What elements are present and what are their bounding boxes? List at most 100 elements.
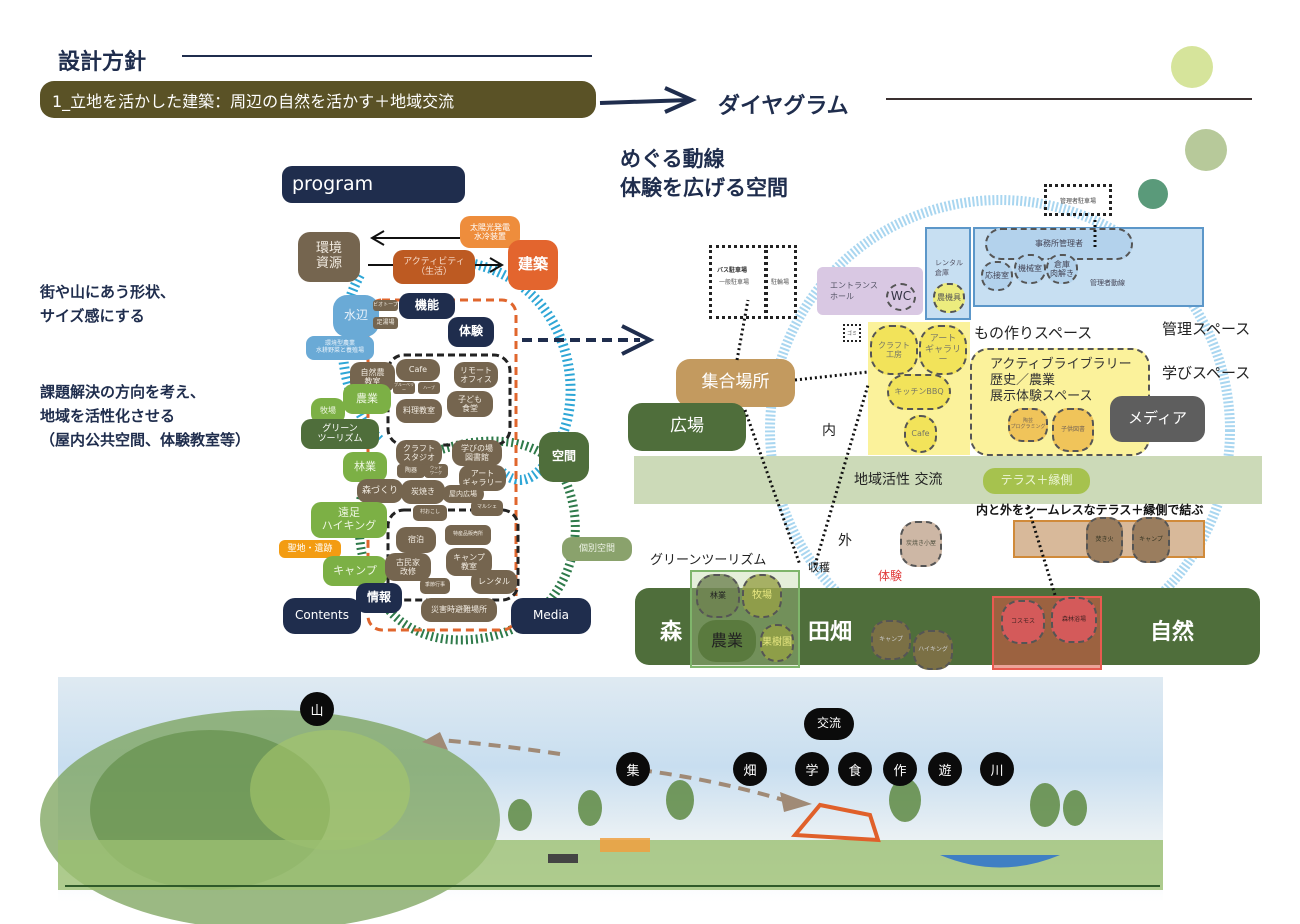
art-gallery: アート ギャラリー [919,325,967,375]
manager-parking: 管理者駐車場 [1044,184,1112,216]
node-eat: 食 [838,752,872,786]
contents: Contents [283,598,361,634]
forestry-node: 林業 [696,574,740,618]
waterside-footbath: 足湯場 [373,317,398,329]
specialty-shop: 特産品販売所 [445,525,491,545]
camp-outside: キャンプ [1132,517,1170,563]
sacred-sites: 聖地・遺跡 [279,540,341,558]
policy-text: 1_立地を活かした建築：周辺の自然を活かす＋地域交流 [52,91,455,111]
marche: マルシェ [471,500,503,516]
seasonal-events: 季節行事 [420,578,450,594]
nature-label: 自然 [1150,620,1195,645]
space: 空間 [539,432,589,482]
waterside-sub: 環境型農業 水耕野菜と養殖場 [306,336,374,360]
node-river: 川 [980,752,1014,786]
pottery: 陶器 [397,464,425,478]
manager-route-label: 管理者動線 [1090,279,1125,287]
forest-bath-node: 森林浴場 [1051,597,1097,643]
ranch-node: 牧場 [742,574,782,618]
cafe-blueberry: ブルーベリー [393,382,415,394]
info: 情報 [356,583,402,613]
forest-making: 森づくり [357,479,403,503]
cafe-herb: ハーブ [418,382,440,394]
exchange-node: 交流 [804,708,854,740]
private-space: 個別空間 [562,537,632,561]
picture-books: 子供図書 [1052,408,1094,452]
craft-workshop: クラフト 工房 [870,325,918,375]
terrace-veranda: テラス＋縁側 [983,468,1090,494]
trash-label: ゴミ [846,330,857,337]
program-title: program [282,166,465,203]
learning-library: 学びの場 図書館 [452,440,502,466]
charcoal-hut: 炭焼き小屋 [900,521,942,567]
hiking-nature: ハイキング [913,630,953,670]
program-title-text: program [292,172,374,195]
green-tourism: グリーン ツーリズム [301,419,379,449]
note-regional-activation: 課題解決の方向を考え、 地域を活性化させる （屋内公共空間、体験教室等） [40,383,251,449]
node-gather: 集 [616,752,650,786]
making-space-label: もの作りスペース [974,324,1093,342]
old-house: 古民家 改修 [385,553,431,581]
village-revival: 村おこし [413,505,447,521]
activity-life: アクティビティ （生活） [393,250,475,284]
remote-office: リモート オフィス [454,362,498,388]
woodwork: ウッド ワーク [424,464,448,478]
indoor-plaza: 屋内広場 [442,485,484,503]
architecture: 建築 [508,240,558,290]
diagram-title-rule [886,98,1252,100]
decor-circle-2 [1185,129,1227,171]
media-block: メディア [1110,396,1205,442]
policy-banner: 1_立地を活かした建築：周辺の自然を活かす＋地域交流 [40,81,596,118]
management-space-label: 管理スペース [1162,320,1251,338]
manager-parking-label: 管理者駐車場 [1059,197,1096,205]
waterside: 水辺 [333,295,379,337]
cosmos-node: コスモス [1001,600,1045,644]
rental: レンタル [471,570,517,594]
farm-tools: 農機具 [933,283,965,313]
experience-label: 体験 [878,569,903,583]
camp: キャンプ [323,556,387,586]
charcoal: 炭焼き [401,480,445,504]
fields-label: 田畑 [808,620,853,645]
community-label: 地域活性 交流 [854,472,943,488]
inside-label: 内 [822,423,836,439]
forestry: 林業 [343,452,387,482]
harvest-label: 収穫 [808,561,830,574]
agriculture: 農業 [343,384,391,414]
decor-circle-1 [1171,46,1213,88]
community-band [634,456,1262,504]
trash: ゴミ [843,324,861,342]
lodging: 宿泊 [396,527,436,553]
media: Media [511,598,591,634]
diagram-subtitle: めぐる動線 体験を広げる空間 [620,147,788,200]
node-field: 畑 [733,752,767,786]
general-parking-label: 一般駐車場 [719,279,750,286]
storage-disassembly: 倉庫 肉解き [1046,254,1078,284]
plaza: 広場 [628,403,746,451]
cooking-class: 料理教室 [396,399,442,423]
bicycle-parking [765,245,797,319]
hiking: 遠足 ハイキング [311,502,387,538]
outside-label: 外 [838,533,852,549]
waterside-biotope: ビオトープ [373,300,398,311]
cafe: Cafe [396,359,440,381]
craft-studio: クラフト スタジオ [396,440,442,466]
kitchen-bbq: キッチンBBQ [887,374,951,410]
mountain-node: 山 [300,692,334,726]
solar-power: 太陽光発電 水冷装置 [460,216,520,248]
bonfire: 焚き火 [1086,517,1123,563]
experience: 体験 [448,317,494,347]
orchard-node: 果樹園 [760,624,794,662]
camp-nature: キャンプ [871,620,911,660]
section-title: 設計方針 [58,50,147,75]
cafe: Cafe [904,415,937,453]
agriculture-node: 農業 [698,620,756,662]
forest-label: 森 [660,620,683,645]
green-tourism-label: グリーンツーリズム [650,553,767,568]
decor-circle-3 [1138,179,1168,209]
wc: WC [886,283,916,311]
program-class: 陶芸 プログラミング [1008,408,1048,442]
learning-space-label: 学びスペース [1162,364,1251,382]
node-make: 作 [883,752,917,786]
gathering-place: 集合場所 [676,359,795,407]
